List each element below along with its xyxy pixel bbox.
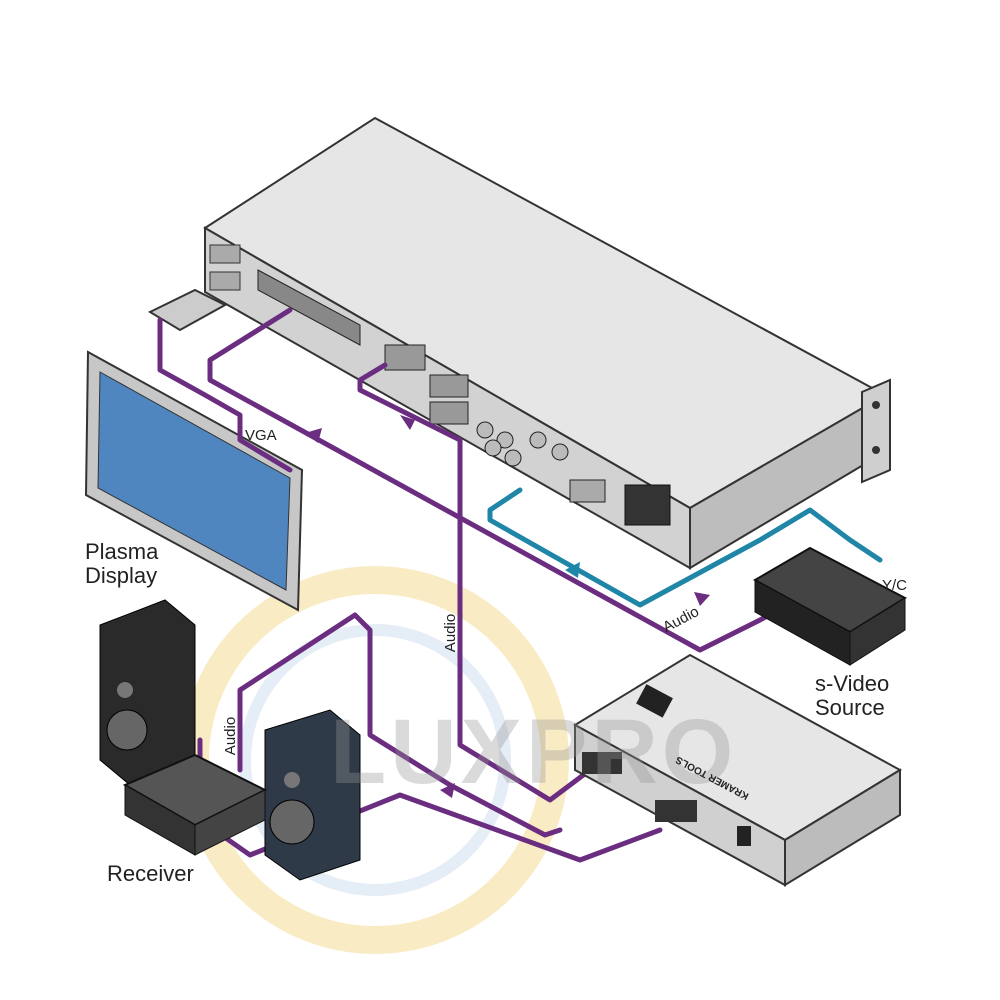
- yc-cable: [487, 487, 883, 608]
- svideo-label-line1: s-Video: [815, 671, 890, 696]
- watermark-inner-ring: [239, 624, 511, 896]
- audio-cable-receiver: [357, 362, 593, 803]
- rack-ear: [861, 378, 891, 484]
- plasma-label-line1: Plasma: [85, 539, 159, 564]
- receiver-label: Receiver: [107, 861, 194, 886]
- svideo-source-device: [752, 546, 908, 666]
- main-scaler-device: [203, 116, 891, 570]
- watermark-text: LUXPRO: [330, 701, 738, 803]
- vga-label: VGA: [245, 427, 277, 444]
- kramer-audio-device: [573, 653, 902, 887]
- svideo-source-label: s-Video Source: [815, 672, 889, 720]
- vga-connector: [147, 288, 228, 332]
- power-inlet: [624, 484, 671, 526]
- audio-label-receiver: Audio: [222, 716, 240, 756]
- yc-label: Y/C: [882, 577, 908, 594]
- audio-label-vertical: Audio: [442, 613, 460, 653]
- vga-cable: [157, 317, 293, 473]
- terminal-block: [257, 269, 361, 346]
- plasma-label-line2: Display: [85, 563, 158, 588]
- speaker-right: [264, 709, 361, 881]
- plasma-display: [84, 350, 304, 612]
- svideo-label-line2: Source: [815, 695, 885, 720]
- plasma-display-label: Plasma Display: [85, 540, 158, 588]
- receiver-device: [122, 753, 268, 856]
- audio-cable-speakers: [237, 612, 563, 838]
- signal-arrows: [305, 415, 710, 798]
- speaker-left: [99, 599, 196, 786]
